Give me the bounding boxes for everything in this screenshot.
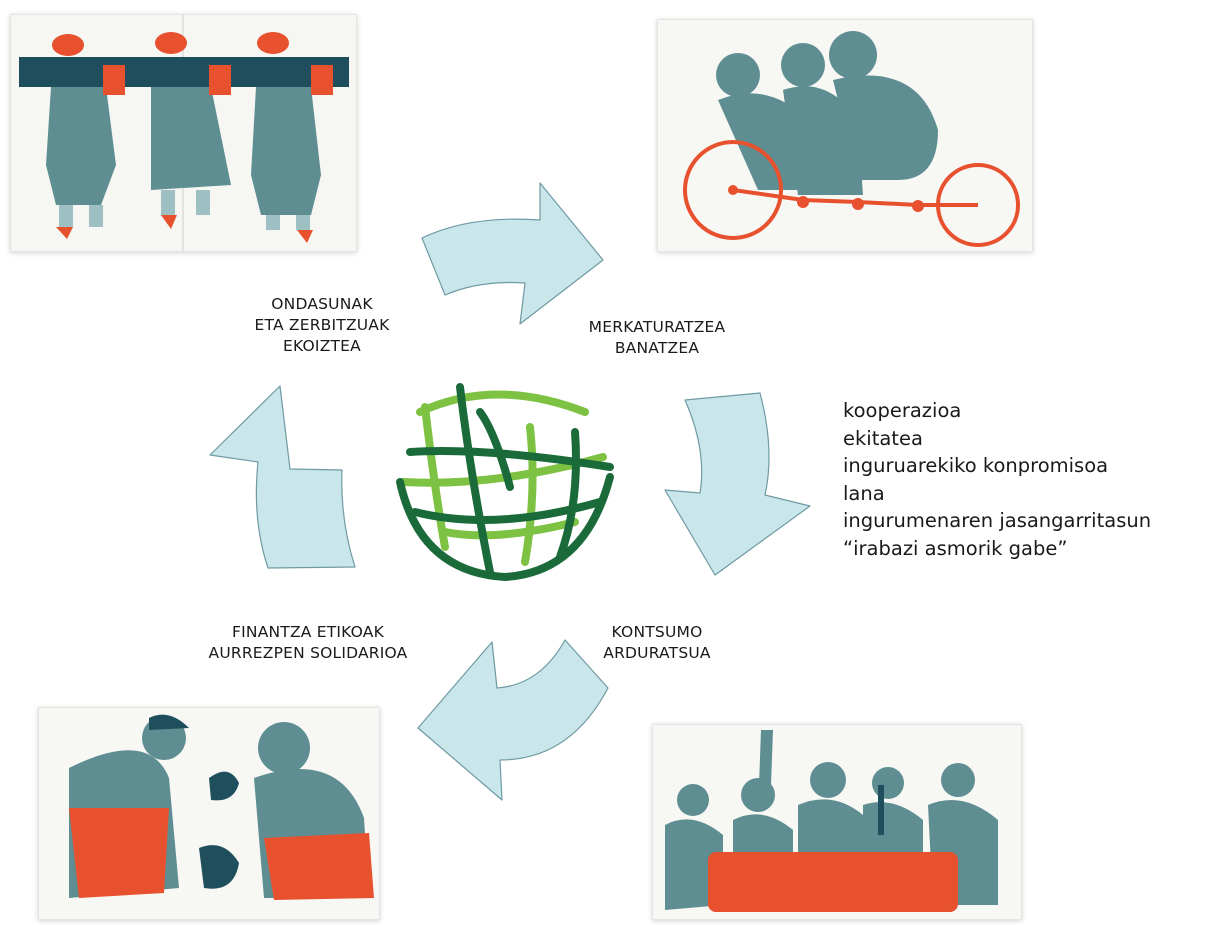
stage-label-line: BANATZEA [614, 339, 700, 357]
values-list: kooperazioa ekitatea inguruarekiko konpr… [843, 397, 1151, 562]
stage-label-finance: FINANTZA ETIKOAK AURREZPEN SOLIDARIOA [188, 622, 428, 664]
stage-label-line: ETA ZERBITZUAK [254, 316, 390, 334]
value-item: kooperazioa [843, 399, 962, 422]
value-item: inguruarekiko konpromisoa [843, 454, 1109, 477]
stage-label-production: ONDASUNAK ETA ZERBITZUAK EKOIZTEA [232, 294, 412, 357]
stage-label-line: FINANTZA ETIKOAK [232, 623, 384, 641]
globe-logo-icon [396, 383, 614, 581]
value-item: lana [843, 481, 885, 505]
arrow-top-right [421, 182, 604, 325]
stage-label-line: KONTSUMO [611, 623, 703, 641]
stage-label-line: ONDASUNAK [271, 295, 373, 313]
stage-label-line: EKOIZTEA [283, 337, 361, 355]
arrow-left-up [209, 385, 356, 569]
value-item: ingurumenaren jasangarritasun [843, 509, 1152, 532]
stage-label-distribution: MERKATURATZEA BANATZEA [567, 317, 747, 359]
illustration-tandem-bicycle [657, 19, 1033, 252]
stage-label-line: ARDURATSUA [603, 644, 711, 662]
illustration-people-at-table [652, 724, 1022, 920]
stage-label-line: AURREZPEN SOLIDARIOA [208, 644, 408, 662]
illustration-exchanging-money-bags [38, 707, 380, 920]
arrow-right-down [664, 392, 811, 576]
value-item: ekitatea [843, 426, 923, 450]
stage-label-consumption: KONTSUMO ARDURATSUA [582, 622, 732, 664]
illustration-workers-carrying-beam [10, 14, 357, 252]
value-item: “irabazi asmorik gabe” [843, 536, 1068, 560]
arrow-bottom-left [417, 639, 609, 801]
stage-label-line: MERKATURATZEA [588, 318, 726, 336]
